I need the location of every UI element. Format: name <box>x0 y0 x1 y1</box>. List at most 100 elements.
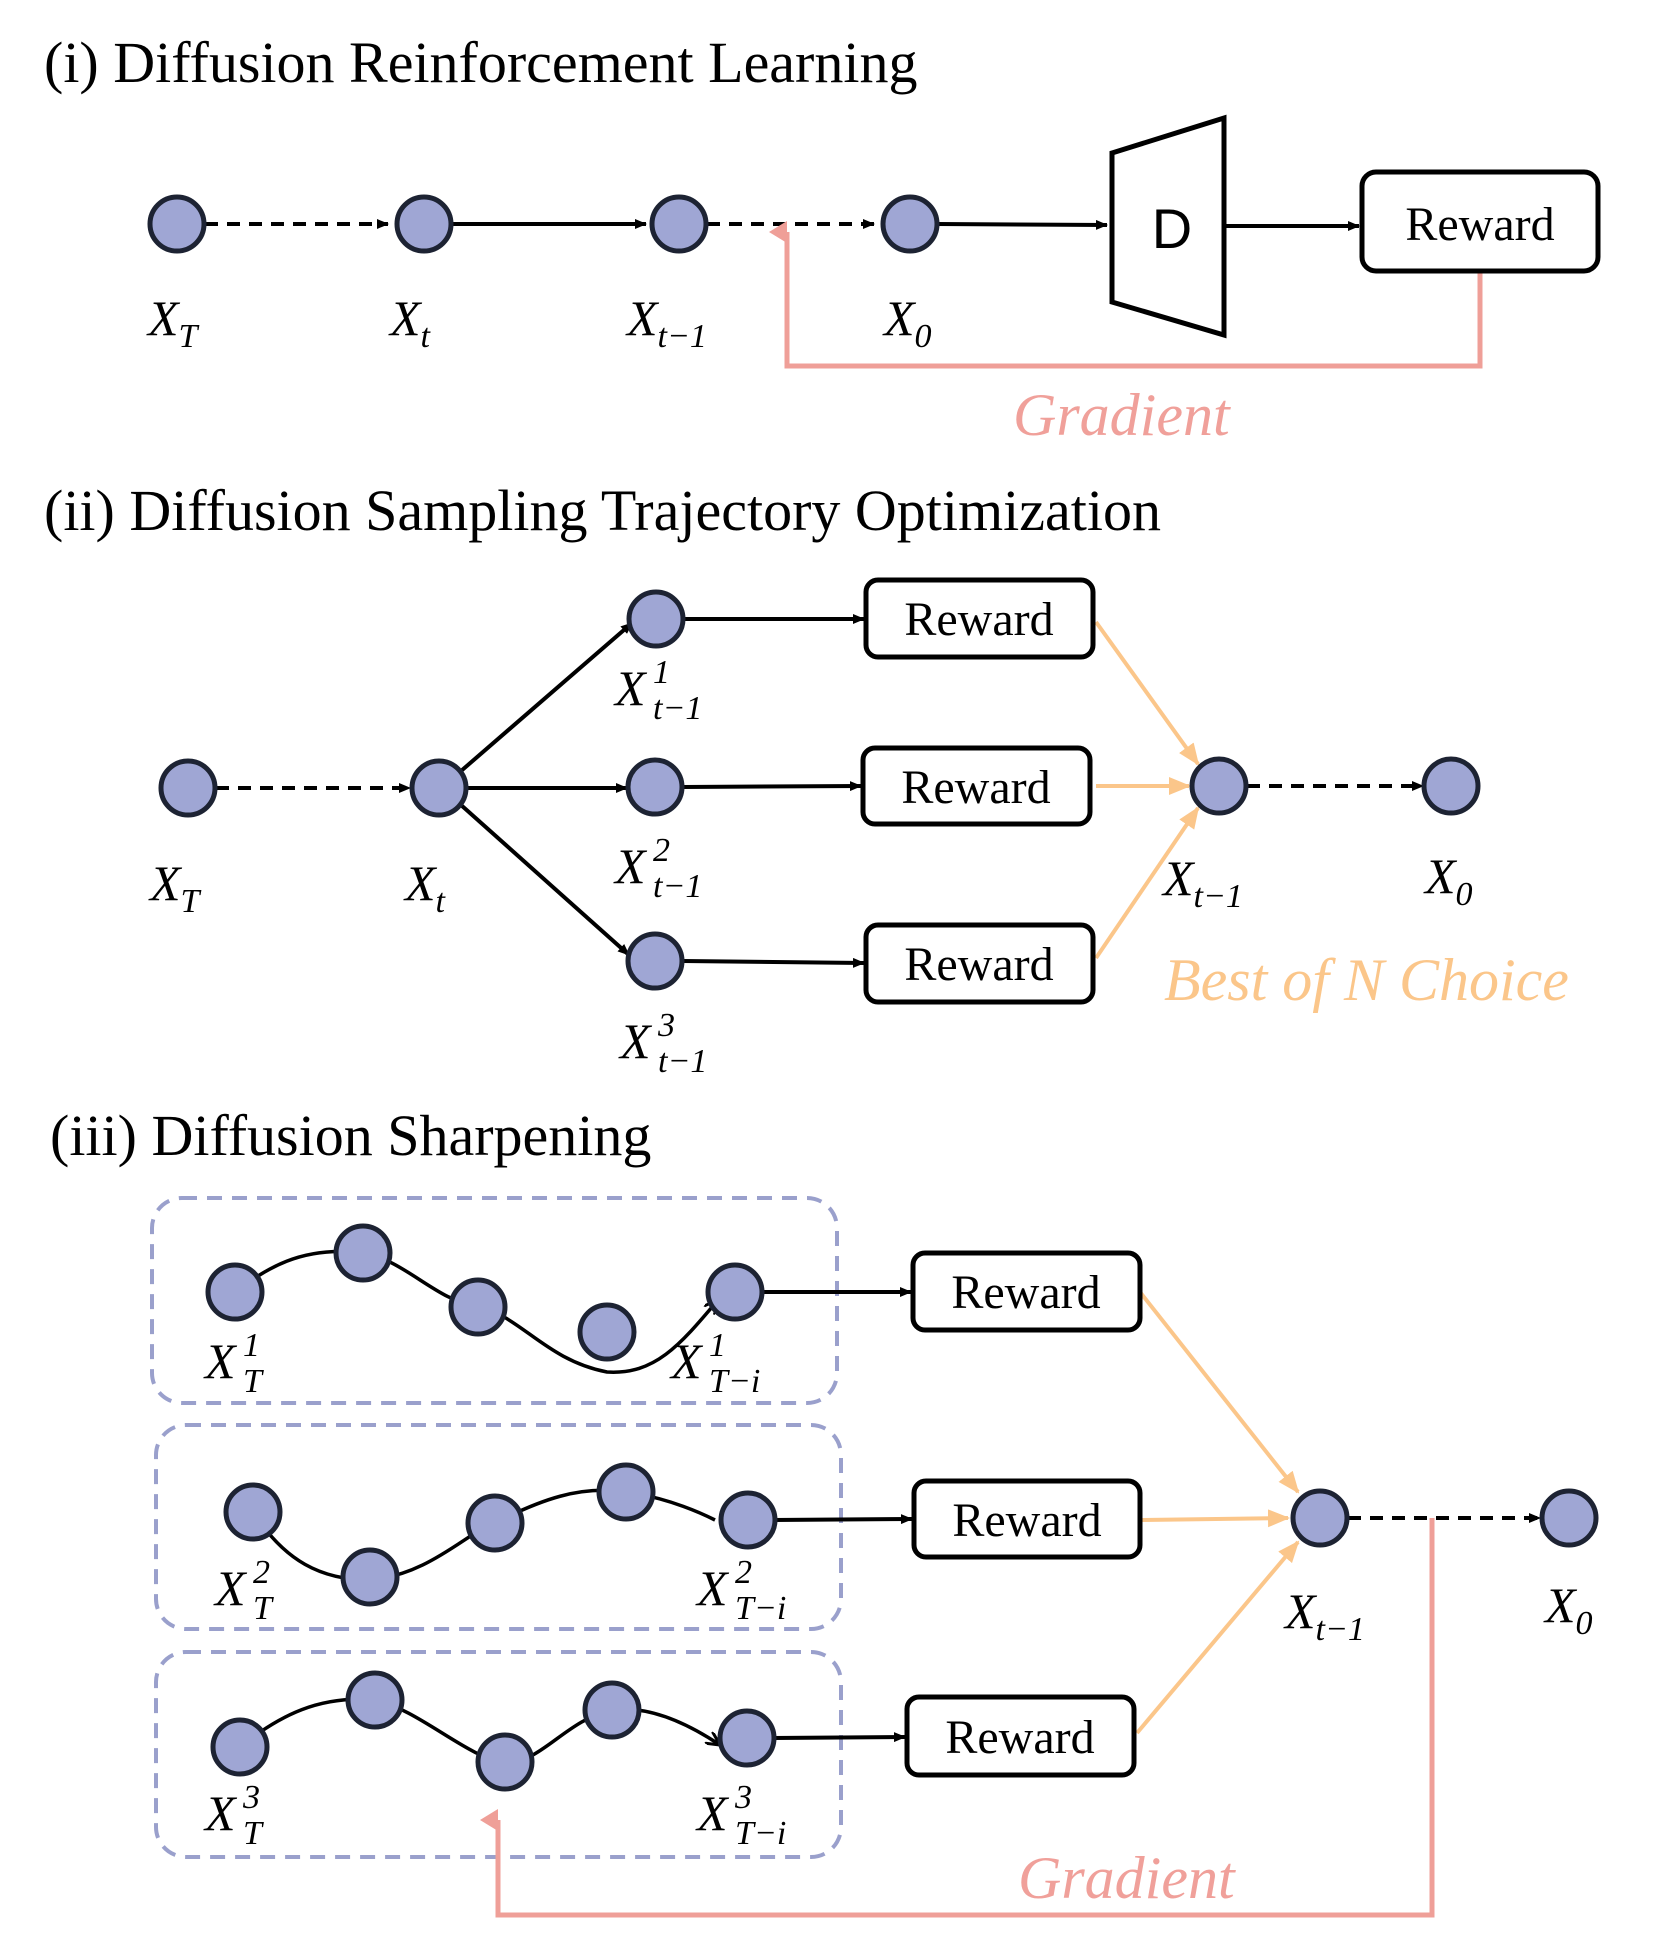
gradient-label-i: Gradient <box>1013 382 1231 448</box>
label-xt1-2: X 2 t−1 <box>613 832 702 905</box>
node-g1-2 <box>333 1223 393 1283</box>
edge-traj3-reward <box>772 1732 906 1743</box>
node-g1-1 <box>205 1262 265 1322</box>
label-x0: X0 <box>882 290 932 355</box>
svg-text:t−1: t−1 <box>653 868 702 905</box>
label-xT-2: X 2 T <box>213 1554 274 1627</box>
edge-branch2-reward <box>682 781 862 792</box>
gradient-feedback-arrow <box>769 221 1483 369</box>
node-xt1-3 <box>625 931 685 991</box>
label-xt1-1: X 1 t−1 <box>613 654 702 727</box>
svg-text:X: X <box>669 1333 704 1389</box>
reward-label-iii-3: Reward <box>945 1711 1094 1764</box>
section-iii-title: (iii) Diffusion Sharpening <box>50 1103 651 1168</box>
svg-text:X: X <box>613 838 648 894</box>
bon-edge-1 <box>1094 620 1200 766</box>
section-i-title: (i) Diffusion Reinforcement Learning <box>44 30 917 95</box>
svg-text:3: 3 <box>734 1779 752 1816</box>
label-xt1-3: X 3 t−1 <box>618 1007 707 1080</box>
section-ii: (ii) Diffusion Sampling Trajectory Optim… <box>44 478 1569 1080</box>
svg-text:X: X <box>695 1560 730 1616</box>
label-xT-ii: XT <box>148 855 202 920</box>
sharpen-edge-3 <box>1135 1540 1300 1735</box>
reward-box-i <box>1359 169 1601 274</box>
trajectory-group-2 <box>154 1423 843 1631</box>
node-xt1-ii <box>1189 756 1249 816</box>
svg-text:T−i: T−i <box>709 1363 760 1400</box>
edge-x0-decoder <box>936 219 1108 230</box>
node-x0 <box>880 194 940 254</box>
label-xT-3: X 3 T <box>203 1779 264 1852</box>
label-x0-iii: X0 <box>1543 1577 1593 1642</box>
svg-text:X: X <box>613 660 648 716</box>
svg-text:1: 1 <box>653 654 670 691</box>
node-xt-ii <box>409 758 469 818</box>
node-xt1 <box>649 194 709 254</box>
label-xt1-iii: Xt−1 <box>1283 1583 1365 1648</box>
svg-text:t−1: t−1 <box>653 690 702 727</box>
gradient-label-iii: Gradient <box>1018 1845 1236 1911</box>
reward-label-iii-1: Reward <box>951 1266 1100 1319</box>
reward-box-ii-1 <box>863 577 1096 660</box>
reward-label-ii-1: Reward <box>904 593 1053 646</box>
section-ii-title: (ii) Diffusion Sampling Trajectory Optim… <box>44 478 1161 543</box>
edge-branch3-reward <box>682 957 865 968</box>
reward-label-iii-2: Reward <box>952 1494 1101 1547</box>
svg-text:3: 3 <box>242 1779 260 1816</box>
edge-xt-branch3 <box>459 803 631 957</box>
node-g3-2 <box>345 1670 405 1730</box>
svg-text:X: X <box>213 1560 248 1616</box>
svg-text:2: 2 <box>735 1554 752 1591</box>
node-g3-3 <box>475 1732 535 1792</box>
label-xt-ii: Xt <box>403 855 447 920</box>
reward-box-iii-1 <box>910 1250 1143 1333</box>
node-g2-2 <box>340 1547 400 1607</box>
edge-traj2-reward <box>772 1514 913 1525</box>
svg-text:X: X <box>203 1785 238 1841</box>
sharpen-edge-1 <box>1138 1290 1300 1494</box>
decoder-label: D <box>1152 197 1192 260</box>
svg-text:T: T <box>243 1815 264 1852</box>
label-x0-ii: X0 <box>1423 848 1473 913</box>
node-xt1-2 <box>625 757 685 817</box>
decoder-block <box>1109 114 1227 339</box>
node-g2-1 <box>223 1482 283 1542</box>
node-g2-3 <box>465 1493 525 1553</box>
svg-text:t−1: t−1 <box>658 1043 707 1080</box>
section-iii: (iii) Diffusion Sharpening Gradient <box>50 1103 1599 1918</box>
bon-edge-3 <box>1094 806 1200 960</box>
svg-text:1: 1 <box>243 1327 260 1364</box>
reward-box-iii-2 <box>911 1478 1143 1560</box>
svg-text:T−i: T−i <box>735 1815 786 1852</box>
node-g3-1 <box>210 1717 270 1777</box>
label-xTi-1: X 1 T−i <box>669 1327 760 1400</box>
svg-text:X: X <box>618 1013 653 1069</box>
svg-text:3: 3 <box>657 1007 675 1044</box>
svg-text:T: T <box>243 1363 264 1400</box>
reward-label-ii-2: Reward <box>901 761 1050 814</box>
node-xt1-iii <box>1290 1488 1350 1548</box>
reward-box-ii-3 <box>863 922 1096 1005</box>
edge-xt-branch1 <box>459 621 634 773</box>
gradient-feedback-arrow-iii <box>480 1518 1435 1918</box>
svg-text:X: X <box>695 1785 730 1841</box>
node-xT <box>147 194 207 254</box>
node-xT-ii <box>158 758 218 818</box>
label-xTi-2: X 2 T−i <box>695 1554 786 1627</box>
reward-label-ii-3: Reward <box>904 938 1053 991</box>
label-xT: XT <box>146 290 200 355</box>
sharpen-edge-2 <box>1139 1509 1290 1528</box>
node-g3-5 <box>717 1708 777 1768</box>
trajectory-group-1 <box>150 1196 839 1405</box>
label-xt: Xt <box>388 290 432 355</box>
node-g3-4 <box>582 1680 642 1740</box>
node-g2-4 <box>596 1462 656 1522</box>
svg-text:2: 2 <box>253 1554 270 1591</box>
label-xt1-ii: Xt−1 <box>1161 850 1243 915</box>
reward-box-ii-2 <box>860 745 1093 827</box>
node-g2-5 <box>718 1490 778 1550</box>
node-g1-4 <box>577 1302 637 1362</box>
node-xt <box>394 194 454 254</box>
node-x0-iii <box>1539 1488 1599 1548</box>
